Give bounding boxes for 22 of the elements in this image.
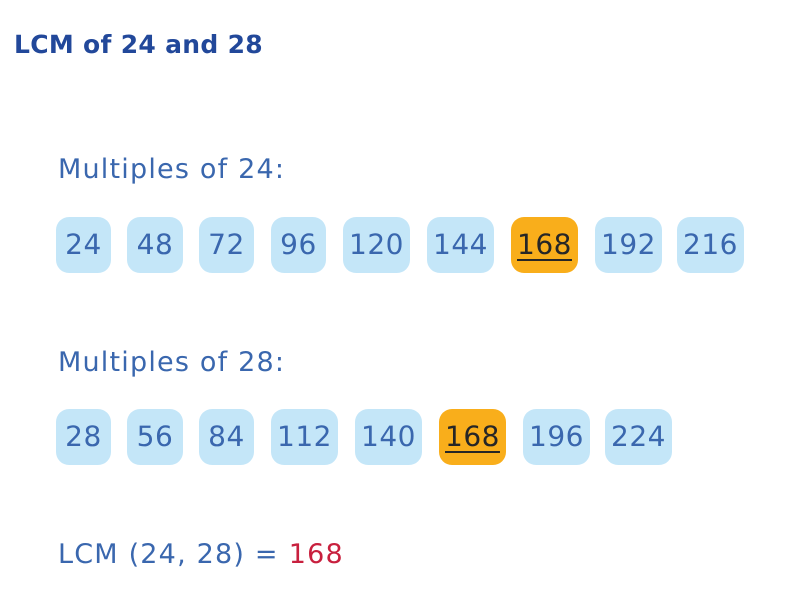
multiple-tile: 28 <box>56 409 111 465</box>
multiple-tile: 96 <box>271 217 326 273</box>
multiple-tile: 84 <box>199 409 254 465</box>
multiple-tile: 56 <box>127 409 183 465</box>
title: LCM of 24 and 28 <box>14 30 263 59</box>
multiple-tile: 72 <box>199 217 254 273</box>
multiple-tile: 140 <box>355 409 422 465</box>
common-multiple-tile: 168 <box>511 217 578 273</box>
lcm-result: 168 <box>288 539 344 570</box>
multiple-tile: 112 <box>271 409 338 465</box>
section-heading: Multiples of 28: <box>58 347 286 378</box>
multiple-tile: 216 <box>677 217 744 273</box>
common-multiple-tile: 168 <box>439 409 506 465</box>
multiple-tile: 24 <box>56 217 111 273</box>
multiple-tile: 144 <box>427 217 494 273</box>
section-heading: Multiples of 24: <box>58 154 286 185</box>
multiple-tile: 224 <box>605 409 672 465</box>
multiple-tile: 48 <box>127 217 183 273</box>
multiple-tile: 196 <box>523 409 590 465</box>
lcm-equation: LCM (24, 28) = <box>58 539 279 570</box>
multiple-tile: 120 <box>343 217 410 273</box>
multiple-tile: 192 <box>595 217 662 273</box>
